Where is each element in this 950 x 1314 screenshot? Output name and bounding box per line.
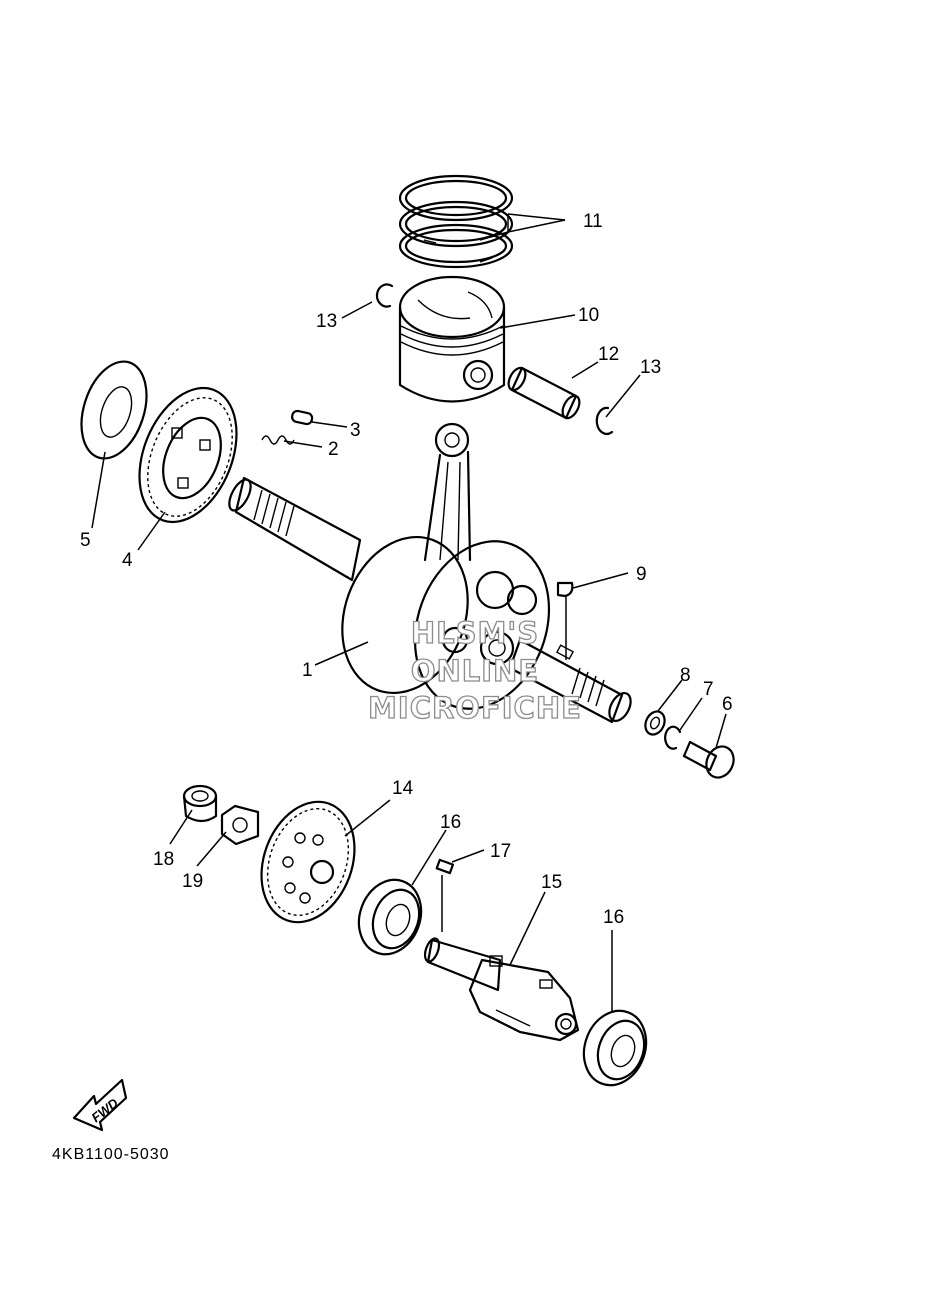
callout-10: 10 <box>578 305 599 326</box>
callout-16-left: 16 <box>440 812 461 833</box>
piston <box>398 275 506 403</box>
circlip-right <box>595 406 614 435</box>
spring <box>261 435 295 445</box>
tab-washer <box>220 804 260 846</box>
callout-9: 9 <box>636 564 647 585</box>
leader-lines <box>91 213 727 1012</box>
washer-plate <box>80 360 148 460</box>
callout-19: 19 <box>182 871 203 892</box>
callout-4: 4 <box>122 550 133 571</box>
callout-17: 17 <box>490 841 511 862</box>
fwd-label: FWD <box>88 1095 121 1125</box>
small-pin <box>291 409 314 426</box>
plain-washer <box>644 710 666 736</box>
callout-11: 11 <box>583 211 603 232</box>
lock-washer <box>664 725 682 750</box>
watermark-line-2: ONLINE <box>411 654 539 688</box>
balancer-drive-gear <box>260 800 356 924</box>
callout-16-right: 16 <box>603 907 624 928</box>
callout-13-left: 13 <box>316 311 337 332</box>
callout-15: 15 <box>541 872 562 893</box>
bearing-right <box>582 1009 648 1087</box>
watermark-line-3: MICROFICHE <box>368 691 582 725</box>
callout-2: 2 <box>328 439 339 460</box>
callout-3: 3 <box>350 420 361 441</box>
watermark: HLSM'S ONLINE MICROFICHE <box>367 615 582 725</box>
bearing-left <box>357 878 423 956</box>
nut <box>182 784 218 823</box>
drawing-code: 4KB1100-5030 <box>52 1146 170 1163</box>
callout-1: 1 <box>302 660 313 681</box>
callout-13-right: 13 <box>640 357 661 378</box>
watermark-line-1: HLSM'S <box>411 616 539 650</box>
circlip-upper <box>375 283 394 308</box>
callout-labels: 1 2 3 4 5 6 7 8 9 10 11 12 13 13 14 15 1… <box>80 211 733 928</box>
woodruff-key <box>556 581 574 598</box>
crankshaft-assembly <box>228 422 632 724</box>
fwd-arrow-icon: FWD <box>72 1078 128 1132</box>
callout-7: 7 <box>703 679 714 700</box>
callout-18: 18 <box>153 849 174 870</box>
callout-8: 8 <box>680 665 691 686</box>
gear-key <box>435 858 455 875</box>
piston-rings <box>398 174 514 269</box>
piston-pin <box>507 366 581 420</box>
bolt <box>682 740 735 779</box>
callout-6: 6 <box>722 694 733 715</box>
callout-14: 14 <box>392 778 414 799</box>
drive-plate <box>138 386 238 524</box>
balancer-shaft <box>423 937 580 1042</box>
callout-12: 12 <box>598 344 619 365</box>
callout-5: 5 <box>80 530 91 551</box>
